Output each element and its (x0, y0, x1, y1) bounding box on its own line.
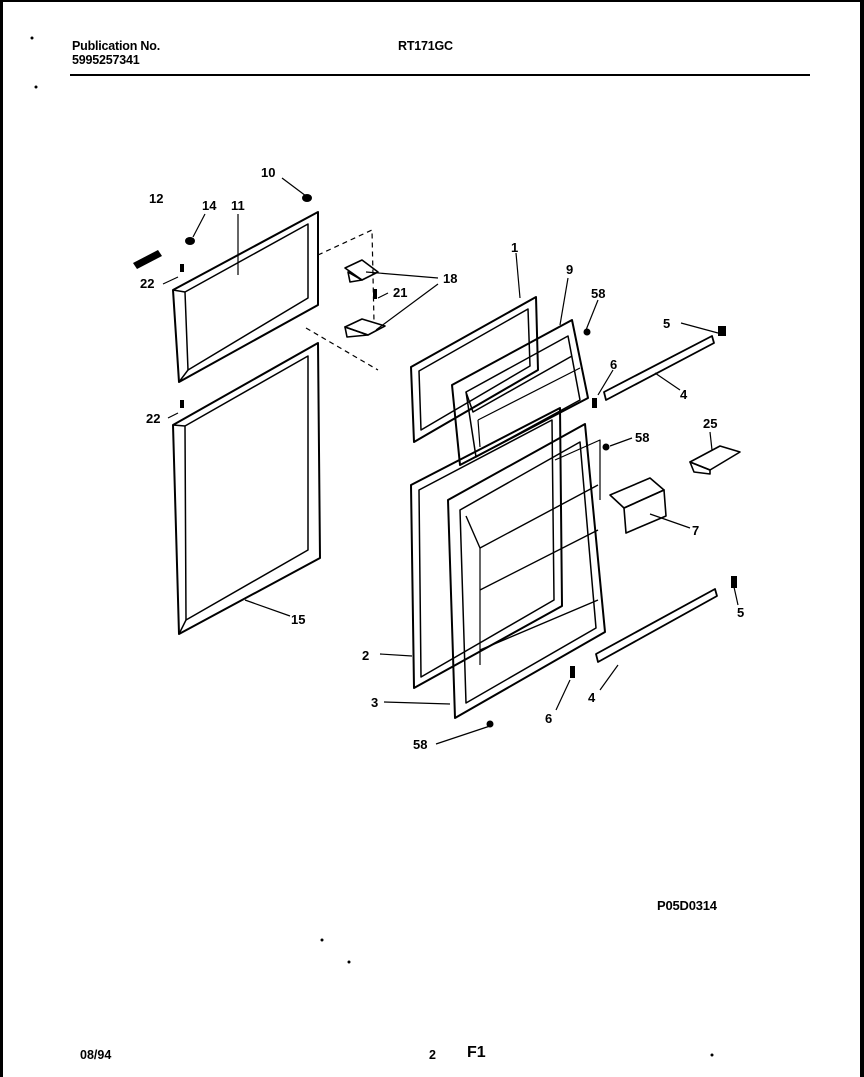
footer-date: 08/94 (80, 1048, 112, 1062)
door-handle-upper (603, 335, 715, 401)
left-scan-border (0, 0, 3, 1077)
screw-58-upper (583, 328, 591, 336)
callout-4-upper: 4 (680, 387, 688, 402)
scan-speck (30, 36, 34, 40)
callout-58-lower: 58 (413, 737, 427, 752)
callout-5-upper: 5 (663, 316, 670, 331)
model-number: RT171GC (398, 39, 453, 53)
callout-58-upper: 58 (591, 286, 605, 301)
plug-6-upper (592, 398, 597, 408)
callout-7: 7 (692, 523, 699, 538)
callout-5-lower: 5 (737, 605, 744, 620)
screw-22-lower (180, 400, 184, 408)
callout-12: 12 (149, 191, 163, 206)
publication-number: 5995257341 (72, 53, 140, 67)
top-scan-border (0, 0, 864, 2)
callout-3: 3 (371, 695, 378, 710)
door-hinge-brackets (344, 259, 386, 338)
callout-22-lower: 22 (146, 411, 160, 426)
dairy-compartment-door (609, 477, 667, 534)
screw-58-lower (486, 720, 494, 728)
header-rule (70, 74, 810, 76)
scan-speck (34, 85, 38, 89)
callout-21: 21 (393, 285, 407, 300)
scan-speck (347, 960, 351, 964)
callout-6-lower: 6 (545, 711, 552, 726)
callout-labels: 10 12 14 11 22 18 21 22 15 1 9 58 5 6 4 … (140, 165, 744, 752)
door-handle-lower (595, 588, 718, 663)
callout-6-upper: 6 (610, 357, 617, 372)
screw-21 (373, 289, 377, 299)
screw-22-upper (180, 264, 184, 272)
freezer-door-liner (451, 319, 589, 466)
fresh-food-door-gasket-frame (172, 342, 321, 635)
callout-9: 9 (566, 262, 573, 277)
callout-leader-lines (162, 177, 739, 745)
callout-2: 2 (362, 648, 369, 663)
diagram-code: P05D0314 (657, 898, 717, 913)
callout-14: 14 (202, 198, 217, 213)
freezer-door-panel (410, 296, 539, 443)
screw-58-middle (602, 443, 610, 451)
callout-10: 10 (261, 165, 275, 180)
screw-cap-10 (302, 194, 312, 202)
callout-58-middle: 58 (635, 430, 649, 445)
callout-11: 11 (231, 198, 245, 213)
scan-speck (320, 938, 324, 942)
callout-25: 25 (703, 416, 717, 431)
freezer-door-gasket-frame (172, 211, 319, 383)
right-scan-border (860, 0, 864, 1077)
publication-label: Publication No. (72, 39, 160, 53)
callout-15: 15 (291, 612, 305, 627)
end-cap-5-upper (718, 326, 726, 336)
plug-6-lower (570, 666, 575, 678)
callout-22-upper: 22 (140, 276, 154, 291)
fresh-food-door-liner (447, 423, 606, 719)
hinge-reference-lines (305, 229, 379, 371)
screw-cap-14 (185, 237, 195, 245)
footer-figure-code: F1 (467, 1044, 486, 1061)
end-cap-5-lower (731, 576, 737, 588)
scan-speck (710, 1053, 714, 1057)
callout-4-lower: 4 (588, 690, 596, 705)
callout-18: 18 (443, 271, 457, 286)
butter-compartment (689, 445, 741, 475)
trim-piece-12 (133, 250, 162, 269)
callout-1: 1 (511, 240, 518, 255)
hardware-parts (30, 36, 737, 1057)
fresh-food-door-panel (410, 407, 563, 689)
footer-page-number: 2 (429, 1048, 436, 1062)
